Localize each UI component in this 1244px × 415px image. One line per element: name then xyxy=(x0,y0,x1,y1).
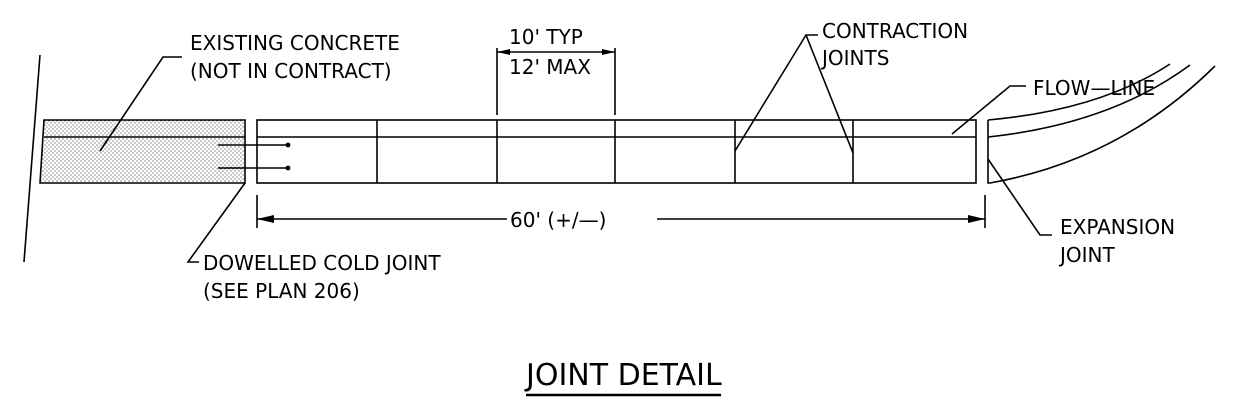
expansion-joint-callout: EXPANSION JOINT xyxy=(987,158,1175,267)
max-spacing-label: 12' MAX xyxy=(509,55,591,79)
overall-length-dimension: 60' (+/—) xyxy=(256,195,986,232)
slab-outline xyxy=(256,119,977,184)
dowelled-joint-callout: DOWELLED COLD JOINT (SEE PLAN 206) xyxy=(186,182,441,303)
expansion-label-line1: EXPANSION xyxy=(1060,215,1175,239)
existing-label-line2: (NOT IN CONTRACT) xyxy=(190,59,392,83)
joint-spacing-dimension: 10' TYP 12' MAX xyxy=(496,25,616,115)
dowelled-label-line1: DOWELLED COLD JOINT xyxy=(203,251,441,275)
typ-spacing-label: 10' TYP xyxy=(509,25,583,49)
existing-concrete xyxy=(23,54,246,263)
contraction-label-line2: JOINTS xyxy=(820,46,889,70)
concrete-slab xyxy=(256,119,977,184)
dowel-bars xyxy=(218,142,291,171)
overall-length-label: 60' (+/—) xyxy=(510,208,606,232)
curved-gutter xyxy=(987,63,1216,184)
break-line xyxy=(23,54,41,263)
existing-concrete-callout: EXISTING CONCRETE (NOT IN CONTRACT) xyxy=(99,31,400,152)
contraction-joints-callout: CONTRACTION JOINTS xyxy=(734,19,968,154)
drawing-title: JOINT DETAIL xyxy=(524,358,722,397)
dowelled-label-line2: (SEE PLAN 206) xyxy=(203,279,360,303)
flow-line-label: FLOW—LINE xyxy=(1033,76,1155,100)
title-text: JOINT DETAIL xyxy=(524,358,722,393)
flow-line-callout: FLOW—LINE xyxy=(951,76,1155,135)
existing-label-line1: EXISTING CONCRETE xyxy=(190,31,400,55)
expansion-label-line2: JOINT xyxy=(1058,243,1116,267)
stippled-area xyxy=(39,119,246,184)
contraction-label-line1: CONTRACTION xyxy=(822,19,968,43)
